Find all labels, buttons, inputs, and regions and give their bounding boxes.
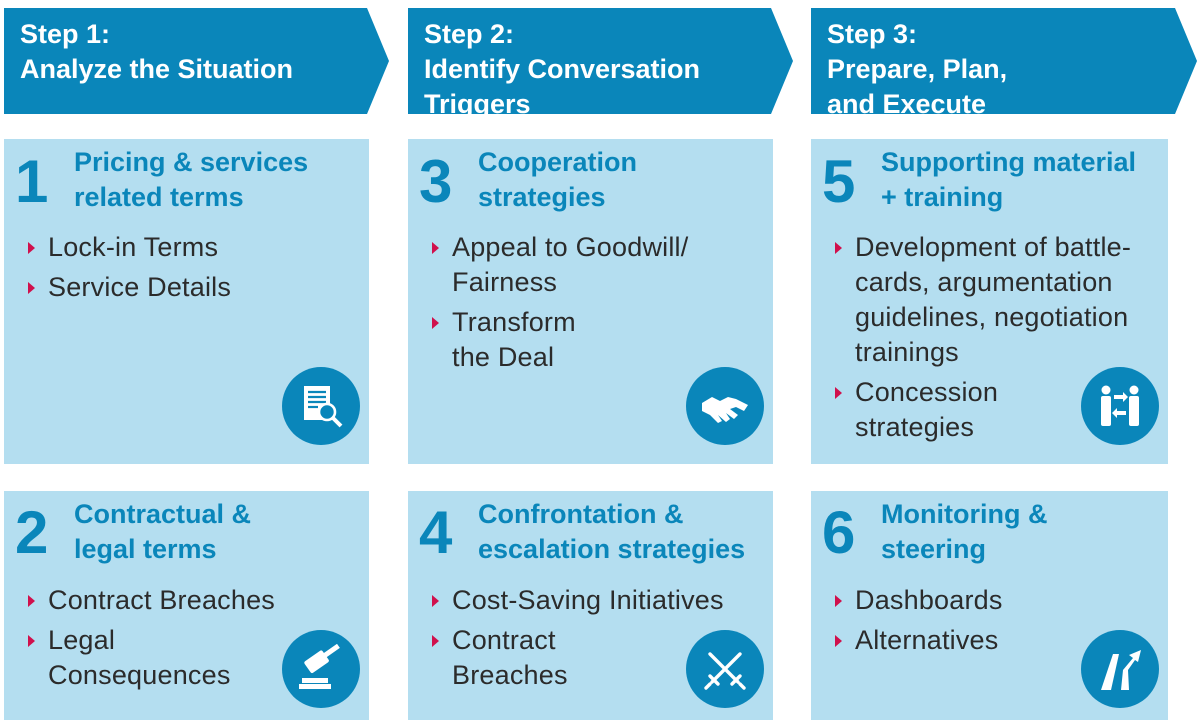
gavel-icon — [282, 630, 360, 708]
item-text: Contract Breaches — [48, 585, 276, 615]
card-item-list: Lock-in Terms Service Details — [26, 230, 231, 310]
road-split-icon — [1081, 630, 1159, 708]
bullet-icon — [432, 317, 439, 329]
card-item-list: Contract Breaches Legal Consequences — [26, 583, 275, 698]
list-item: Legal Consequences — [26, 623, 275, 693]
bullet-icon — [28, 595, 35, 607]
bullet-icon — [835, 595, 842, 607]
item-text: Appeal to Goodwill/ — [452, 232, 689, 262]
card-title-line: related terms — [74, 182, 244, 212]
card-title: Monitoring & steering — [881, 497, 1047, 567]
card-supporting-material: 5 Supporting material + training Develop… — [811, 139, 1168, 464]
handshake-icon — [686, 367, 764, 445]
card-title-line: Confrontation & — [478, 499, 684, 529]
document-search-icon — [282, 367, 360, 445]
card-item-list: Dashboards Alternatives — [833, 583, 1003, 663]
list-item: Dashboards — [833, 583, 1003, 618]
step-3-title-line-2: and Execute — [827, 89, 987, 119]
step-3-header: Step 3: Prepare, Plan, and Execute — [811, 8, 1197, 114]
list-item: Transform the Deal — [430, 305, 688, 375]
card-confrontation-escalation: 4 Confrontation & escalation strategies … — [408, 491, 773, 720]
list-item: Concession strategies — [833, 375, 1131, 445]
list-item: Alternatives — [833, 623, 1003, 658]
card-contractual-legal: 2 Contractual & legal terms Contract Bre… — [4, 491, 369, 720]
step-1-header: Step 1: Analyze the Situation — [4, 8, 389, 114]
card-title-line: strategies — [478, 182, 606, 212]
card-item-list: Appeal to Goodwill/ Fairness Transform t… — [430, 230, 688, 380]
card-number: 4 — [419, 499, 453, 566]
item-text: Development of battle- — [855, 232, 1132, 262]
bullet-icon — [432, 595, 439, 607]
item-text: the Deal — [452, 342, 555, 372]
step-1-label: Step 1: — [20, 19, 111, 49]
card-item-list: Development of battle- cards, argumentat… — [833, 230, 1131, 450]
item-text: guidelines, negotiation — [855, 302, 1129, 332]
list-item: Contract Breaches — [26, 583, 275, 618]
step-2-label: Step 2: — [424, 19, 515, 49]
card-number: 2 — [15, 499, 49, 566]
card-pricing-services: 1 Pricing & services related terms Lock-… — [4, 139, 369, 464]
list-item: Service Details — [26, 270, 231, 305]
card-title-line: Contractual & — [74, 499, 252, 529]
card-cooperation-strategies: 3 Cooperation strategies Appeal to Goodw… — [408, 139, 773, 464]
bullet-icon — [835, 387, 842, 399]
crossed-swords-icon — [686, 630, 764, 708]
item-text: Concession — [855, 377, 999, 407]
bullet-icon — [432, 635, 439, 647]
bullet-icon — [432, 242, 439, 254]
card-title: Confrontation & escalation strategies — [478, 497, 745, 567]
item-text: Lock-in Terms — [48, 232, 219, 262]
card-title-line: Cooperation — [478, 147, 637, 177]
card-title-line: Supporting material — [881, 147, 1137, 177]
bullet-icon — [28, 242, 35, 254]
list-item: Cost-Saving Initiatives — [430, 583, 724, 618]
list-item: Appeal to Goodwill/ Fairness — [430, 230, 688, 300]
card-title-line: escalation strategies — [478, 534, 746, 564]
card-number: 3 — [419, 148, 453, 215]
card-title-line: + training — [881, 182, 1004, 212]
step-3-label: Step 3: — [827, 19, 918, 49]
item-text: strategies — [855, 412, 975, 442]
card-number: 6 — [822, 499, 856, 566]
list-item: Lock-in Terms — [26, 230, 231, 265]
card-title: Supporting material + training — [881, 145, 1136, 215]
item-text: Breaches — [452, 660, 568, 690]
people-exchange-icon — [1081, 367, 1159, 445]
card-item-list: Cost-Saving Initiatives Contract Breache… — [430, 583, 724, 698]
card-title-line: Pricing & services — [74, 147, 309, 177]
card-title: Pricing & services related terms — [74, 145, 308, 215]
card-monitoring-steering: 6 Monitoring & steering Dashboards Alter… — [811, 491, 1168, 720]
step-2-title-line-1: Identify Conversation — [424, 54, 701, 84]
bullet-icon — [835, 242, 842, 254]
card-title-line: steering — [881, 534, 987, 564]
item-text: Alternatives — [855, 625, 999, 655]
step-2-title-line-2: Triggers — [424, 89, 531, 119]
item-text: Transform — [452, 307, 576, 337]
bullet-icon — [28, 635, 35, 647]
bullet-icon — [835, 635, 842, 647]
list-item: Contract Breaches — [430, 623, 724, 693]
card-number: 5 — [822, 148, 856, 215]
step-1-title: Analyze the Situation — [20, 54, 294, 84]
step-2-header: Step 2: Identify Conversation Triggers — [408, 8, 793, 114]
item-text: Fairness — [452, 267, 558, 297]
item-text: Cost-Saving Initiatives — [452, 585, 724, 615]
list-item: Development of battle- cards, argumentat… — [833, 230, 1131, 370]
item-text: cards, argumentation — [855, 267, 1113, 297]
card-title: Contractual & legal terms — [74, 497, 251, 567]
card-number: 1 — [15, 148, 49, 215]
card-title-line: Monitoring & — [881, 499, 1048, 529]
item-text: Consequences — [48, 660, 231, 690]
item-text: Contract — [452, 625, 556, 655]
item-text: Dashboards — [855, 585, 1003, 615]
step-3-title-line-1: Prepare, Plan, — [827, 54, 1008, 84]
item-text: Legal — [48, 625, 116, 655]
item-text: trainings — [855, 337, 959, 367]
item-text: Service Details — [48, 272, 232, 302]
bullet-icon — [28, 282, 35, 294]
card-title-line: legal terms — [74, 534, 217, 564]
card-title: Cooperation strategies — [478, 145, 637, 215]
